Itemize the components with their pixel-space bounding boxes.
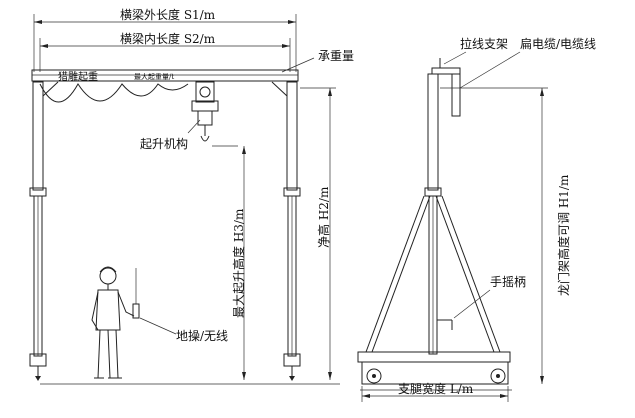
base-width-label: 支腿宽度 L/m <box>398 381 474 396</box>
clear-height-dimension <box>300 87 336 380</box>
gantry-height-label: 龙门架高度可调 H1/m <box>556 174 571 296</box>
base-width-dimension <box>361 386 509 402</box>
hoist-label: 起升机构 <box>140 136 188 151</box>
beam-brand-text: 猎雕起重 <box>58 70 98 83</box>
gantry-front-view <box>29 57 315 381</box>
load-bearing-label: 承重量 <box>318 49 354 63</box>
max-lift-height-dimension <box>212 145 246 380</box>
cable-bracket-label: 拉线支架 <box>460 36 508 51</box>
crank-label: 手摇柄 <box>490 275 526 289</box>
inner-beam-dimension <box>39 38 291 72</box>
outer-beam-length-label: 横梁外长度 S1/m <box>120 7 216 22</box>
inner-beam-length-label: 横梁内长度 S2/m <box>120 31 216 46</box>
beam-capacity-text: 最大起重量/t <box>134 72 174 81</box>
outer-beam-dimension <box>33 14 297 72</box>
gantry-side-view <box>357 58 512 391</box>
flat-cable-label: 扁电缆/电缆线 <box>520 37 596 51</box>
gantry-height-dimension <box>440 87 548 384</box>
clear-height-label: 净高 H2/m <box>316 186 331 248</box>
operator-figure <box>91 266 140 379</box>
max-lift-height-label: 最大起升高度 H3/m <box>231 208 246 318</box>
ground-control-label: 地操/无线 <box>176 328 228 343</box>
